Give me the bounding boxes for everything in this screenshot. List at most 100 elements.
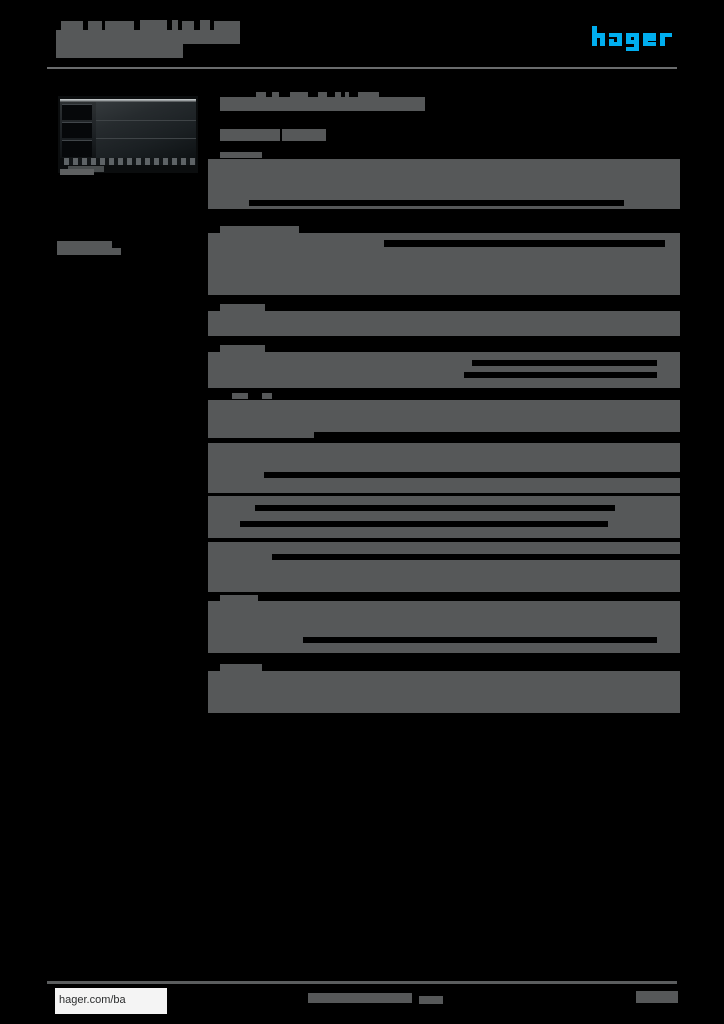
product-top-edge: [60, 99, 196, 102]
section-7-bullet-2: [208, 524, 219, 531]
main-title-block-2: [290, 92, 308, 97]
main-title-block-7: [220, 97, 425, 111]
product-compartment-1: [62, 104, 92, 120]
header-title-line-4: [172, 20, 178, 30]
section-3-bullet-1: [208, 324, 219, 331]
section-2-header: [220, 226, 299, 233]
section-4-bullet-0: [208, 355, 219, 362]
section-4-panel: [208, 352, 680, 388]
section-1-gap-1: [208, 209, 680, 215]
product-face-line-2: [96, 138, 196, 139]
sidebar-label-block-1: [57, 248, 121, 255]
section-4-bullet-1: [208, 366, 219, 373]
section-1-bullet-0: [208, 164, 219, 170]
header-title-line-9: [56, 44, 183, 58]
product-compartment-2: [62, 122, 92, 138]
section-5-bullet-2: [208, 428, 219, 435]
main-title-block-6: [358, 92, 379, 97]
section-7-bullet-1: [208, 512, 219, 519]
sidebar-label-block-0: [57, 241, 112, 248]
section-8-gap-0: [272, 554, 680, 560]
header-title-line-6: [200, 20, 210, 30]
section-2-gap-0: [384, 240, 665, 247]
section-1-bullet-3: [208, 202, 219, 208]
header-title-line-2: [105, 21, 134, 30]
section-5-bullet-0: [208, 404, 219, 411]
main-title-block-4: [335, 92, 341, 97]
footer-block-1: [419, 996, 443, 1004]
footer-divider: [47, 981, 677, 984]
section-9-header: [220, 595, 258, 601]
header-title-line-3: [140, 20, 167, 30]
section-9-panel: [208, 601, 680, 653]
footer-url-label: hager.com/ba: [59, 994, 126, 1006]
section-9-gap-0: [303, 637, 657, 643]
section-2-bullet-1: [208, 248, 221, 255]
product-compartment-3: [62, 140, 92, 157]
main-subtitle-block-0: [220, 129, 280, 141]
section-9-bullet-3: [208, 641, 219, 648]
footer-url-badge[interactable]: hager.com/ba: [55, 988, 167, 1014]
section-1-bullet-2: [208, 188, 219, 194]
product-face-line-1: [96, 120, 196, 121]
header-title-line-1: [88, 21, 102, 30]
section-2-bullet-0: [208, 236, 221, 243]
section-6-bullet-3: [208, 483, 219, 490]
section-8-panel: [208, 542, 680, 592]
hager-logo: [592, 26, 674, 52]
product-base-teeth: [64, 158, 196, 165]
section-6-bullet-1: [208, 459, 219, 466]
section-5-header-2: [262, 393, 272, 399]
section-6-panel: [208, 443, 680, 493]
section-1-header: [220, 152, 262, 158]
section-5-panel: [208, 400, 680, 438]
main-title-block-5: [345, 92, 349, 97]
header-title-line-7: [214, 21, 240, 30]
section-10-header: [220, 664, 262, 671]
sidebar-caption-block-0: [60, 169, 94, 175]
footer-block-2: [636, 991, 678, 1003]
section-4-gap-0: [472, 360, 657, 366]
header-title-line-0: [61, 21, 83, 30]
section-8-bullet-0: [208, 546, 219, 553]
section-2-bullet-2: [208, 260, 221, 267]
section-6-gap-0: [264, 472, 680, 478]
section-8-bullet-2: [208, 570, 219, 577]
section-9-bullet-2: [208, 629, 219, 636]
product-photo: [58, 96, 198, 173]
section-3-header: [220, 304, 265, 311]
header-title-line-5: [182, 21, 194, 30]
main-title-block-3: [318, 92, 327, 97]
section-1-bullet-1: [208, 176, 219, 182]
hager-logo-mark: [592, 26, 672, 51]
section-4-header: [220, 345, 265, 352]
section-7-gap-1: [240, 521, 608, 527]
section-5-header: [232, 393, 248, 399]
section-7-gap-0: [255, 505, 615, 511]
header-divider: [47, 67, 677, 69]
section-1-panel: [208, 159, 680, 215]
section-7-panel: [208, 496, 680, 538]
footer-block-0: [308, 993, 412, 1003]
section-6-bullet-2: [208, 471, 219, 478]
section-1-gap-0: [249, 200, 624, 206]
section-3-panel: [208, 311, 680, 336]
section-4-bullet-2: [208, 377, 219, 384]
section-9-bullet-1: [208, 617, 219, 624]
main-subtitle-block-1: [282, 129, 326, 141]
header-title-line-8: [56, 30, 240, 44]
section-4-gap-1: [464, 372, 657, 378]
section-7-bullet-0: [208, 500, 219, 507]
section-8-bullet-3: [208, 582, 219, 589]
section-8-bullet-1: [208, 558, 219, 565]
section-3-bullet-0: [208, 314, 219, 321]
section-6-bullet-0: [208, 447, 219, 454]
section-9-bullet-0: [208, 605, 219, 612]
main-title-block-0: [256, 92, 266, 97]
main-title-block-1: [272, 92, 279, 97]
section-5-bullet-1: [208, 416, 219, 423]
section-5-gap-0: [314, 432, 680, 438]
section-10-panel: [208, 671, 680, 713]
section-2-bullet-3: [208, 272, 221, 279]
